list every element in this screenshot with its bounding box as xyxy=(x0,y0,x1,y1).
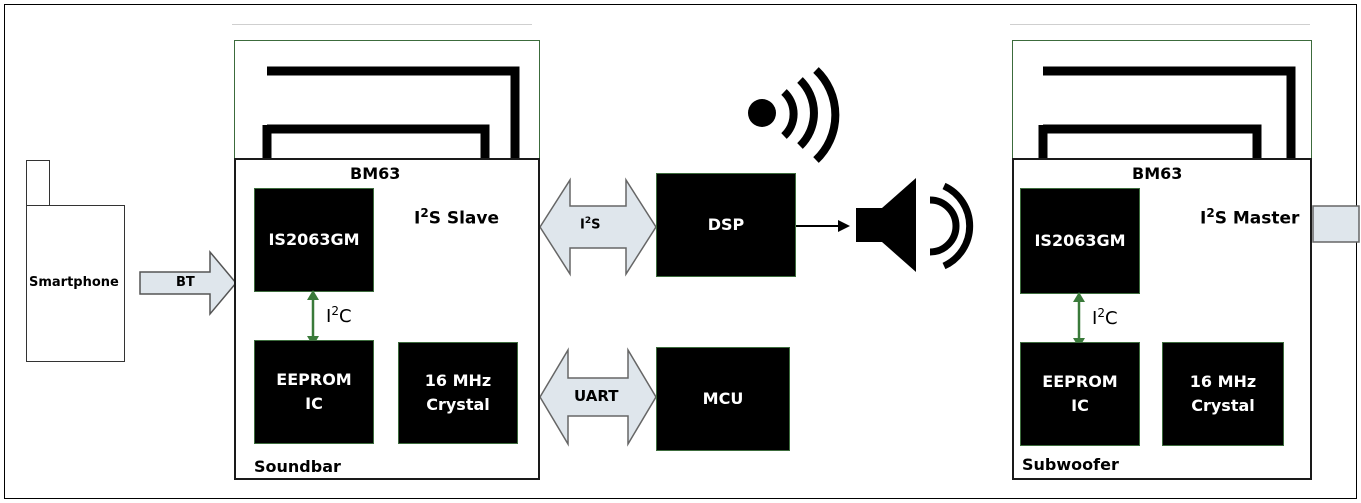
soundbar-module-label: BM63 xyxy=(350,164,401,183)
i2s-arrow-suffix: S xyxy=(591,217,601,233)
uart-arrow-label: UART xyxy=(574,387,619,405)
divider-line xyxy=(232,24,532,25)
subwoofer-bus-role-suffix: S Master xyxy=(1214,208,1300,229)
subwoofer-i2c-label: I2C xyxy=(1092,306,1118,329)
subwoofer-i2c-suffix: C xyxy=(1104,308,1118,329)
soundbar-bus-role-suffix: S Slave xyxy=(428,208,500,229)
smartphone-body xyxy=(26,205,125,362)
i2s-arrow-label: I2S xyxy=(580,216,600,232)
subwoofer-antenna xyxy=(1012,40,1312,163)
diagram-frame xyxy=(4,4,1357,499)
subwoofer-i2c-prefix: I xyxy=(1092,308,1098,329)
subwoofer-module-label: BM63 xyxy=(1132,164,1183,183)
i2s-arrow-sup: 2 xyxy=(584,216,592,226)
divider-line xyxy=(1010,24,1310,25)
subwoofer-name: Subwoofer xyxy=(1022,455,1119,474)
bt-arrow xyxy=(139,249,237,317)
soundbar-i2c-prefix: I xyxy=(326,306,332,327)
subwoofer-i2c-sup: 2 xyxy=(1097,306,1105,320)
subwoofer-chip-is2063gm: IS2063GM xyxy=(1020,188,1140,294)
soundbar-bus-role-prefix: I xyxy=(414,208,421,229)
subwoofer-bus-role-prefix: I xyxy=(1200,208,1207,229)
soundbar-bus-role: I2S Slave xyxy=(414,206,499,229)
subwoofer-crystal: 16 MHz Crystal xyxy=(1162,342,1284,446)
smartphone-label: Smartphone xyxy=(29,275,119,290)
soundbar-i2c-suffix: C xyxy=(338,306,352,327)
antenna-trace xyxy=(262,66,520,163)
antenna-trace xyxy=(1038,66,1296,163)
subwoofer-bus-role-sup: 2 xyxy=(1206,206,1215,220)
soundbar-eeprom-ic: EEPROM IC xyxy=(254,340,374,444)
bt-arrow-label: BT xyxy=(176,275,195,290)
dsp-to-speaker-arrow xyxy=(796,220,850,232)
smartphone: Smartphone xyxy=(26,160,130,362)
subwoofer-eeprom-ic: EEPROM IC xyxy=(1020,342,1140,446)
smartphone-antenna xyxy=(26,160,50,206)
soundbar-name: Soundbar xyxy=(254,457,341,476)
soundbar-chip-is2063gm: IS2063GM xyxy=(254,188,374,292)
subwoofer-bus-role: I2S Master xyxy=(1200,206,1299,229)
mcu-block: MCU xyxy=(656,347,790,451)
soundbar-i2c-sup: 2 xyxy=(331,304,339,318)
soundbar-crystal: 16 MHz Crystal xyxy=(398,342,518,444)
soundbar-bus-role-sup: 2 xyxy=(420,206,429,220)
speaker-icon xyxy=(856,178,974,272)
i2s-arrow-prefix: I xyxy=(580,217,585,233)
wireless-signal-icon xyxy=(748,67,840,163)
soundbar-i2c-label: I2C xyxy=(326,304,352,327)
soundbar-antenna xyxy=(234,40,540,163)
dsp-block: DSP xyxy=(656,173,796,277)
subwoofer-out-arrow xyxy=(1312,205,1360,243)
